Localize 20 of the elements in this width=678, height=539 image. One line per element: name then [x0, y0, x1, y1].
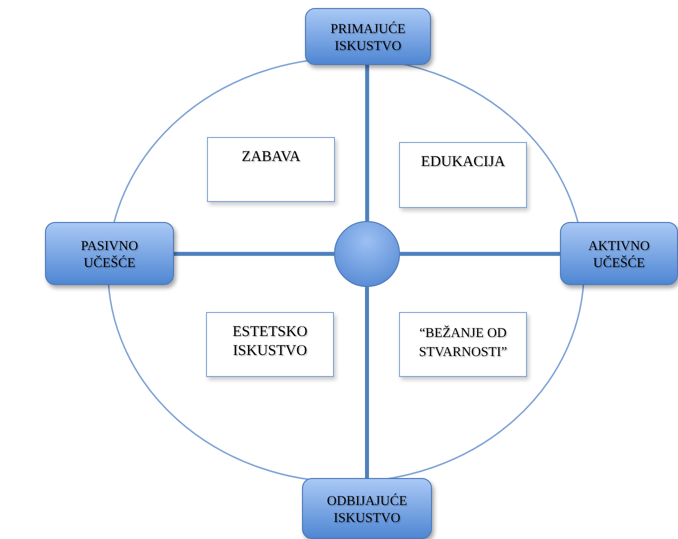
box-label: ZABAVA [242, 148, 300, 167]
quadrant-box [206, 312, 334, 377]
connector-line [400, 252, 560, 256]
box-label: EDUKACIJA [420, 153, 506, 172]
box-label: ESTETSKO ISKUSTVO [232, 323, 308, 361]
axis-label-box [45, 222, 174, 285]
box-label: PRIMAJUĆE ISKUSTVO [329, 20, 406, 54]
quadrant-box [399, 312, 527, 377]
quadrant-box [207, 137, 335, 202]
box-label: AKTIVNO UČEŠĆE [587, 236, 651, 270]
connector-line [365, 287, 369, 478]
axis-label-box [305, 8, 431, 65]
connector-line [365, 65, 370, 221]
box-label: PASIVNO UČEŠĆE [80, 236, 140, 270]
box-label: ODBIJAJUĆE ISKUSTVO [326, 492, 408, 526]
connector-line [174, 252, 334, 256]
box-label: “BEŽANJE OD STVARNOSTI” [418, 324, 508, 361]
axis-label-box [302, 478, 432, 539]
axis-label-box [560, 222, 678, 285]
quadrant-box [399, 142, 527, 208]
